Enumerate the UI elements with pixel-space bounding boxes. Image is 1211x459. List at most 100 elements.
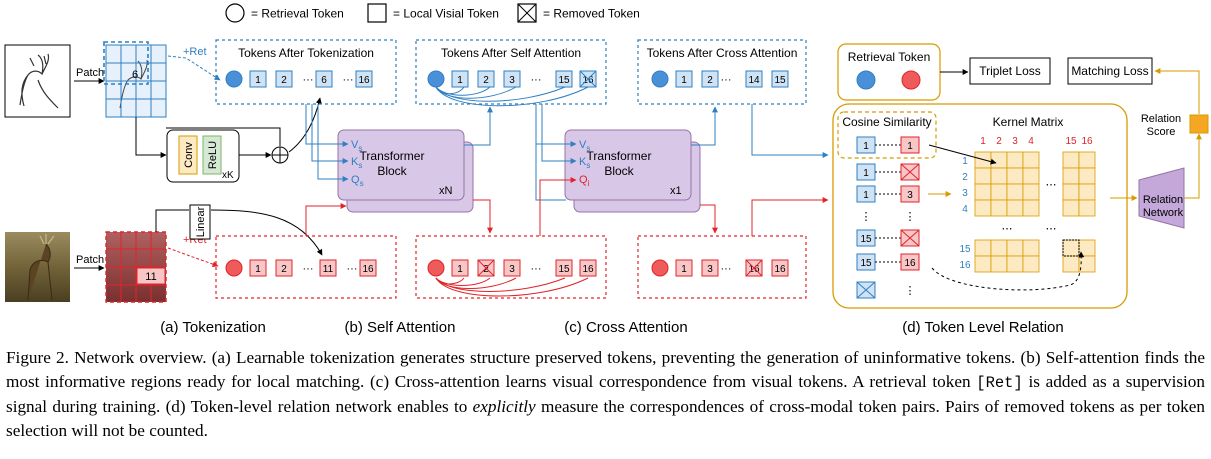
kernel-cell [1078, 199, 1096, 217]
relation-score-line2: Score [1147, 126, 1176, 138]
kernel-cell [974, 199, 992, 217]
token-11: 11 [319, 259, 337, 277]
retrieval-token-title: Retrieval Token [848, 50, 931, 64]
panel-after-self-attention-title: Tokens After Self Attention [441, 46, 581, 60]
patch-bottom-label: Patch [76, 254, 104, 266]
token-1: 1 [675, 259, 693, 277]
conv-label: Conv [183, 142, 195, 168]
svg-text:6: 6 [321, 75, 327, 86]
svg-text:11: 11 [323, 264, 334, 275]
kernel-cell [1062, 239, 1080, 257]
retrieval-token [427, 259, 445, 277]
relu-layer [202, 135, 222, 175]
token-15: 15 [555, 70, 573, 88]
relu-label: ReLU [207, 141, 219, 169]
transformer-block-cross [564, 129, 692, 201]
kernel-row-label: 2 [962, 172, 968, 183]
cross-k-label: Ks [579, 156, 590, 170]
sketch-grid-index: 6 [132, 69, 138, 81]
panel-after-tokenization-title: Tokens After Tokenization [238, 46, 374, 60]
caption-part3: measure the correspondences of cross-mod… [6, 397, 1205, 440]
svg-text:1: 1 [863, 190, 869, 201]
photo-grid-index: 11 [145, 271, 156, 283]
token-6: 6 [315, 70, 333, 88]
patch-top-label: Patch [76, 67, 104, 79]
kernel-cell [1062, 199, 1080, 217]
token-1: 1 [451, 70, 469, 88]
triplet-loss-label: Triplet Loss [979, 64, 1041, 78]
legend-local-icon [367, 3, 387, 23]
conv-layer [178, 135, 198, 175]
photo-patch-grid: 11 [105, 231, 167, 303]
token-2: 2 [275, 70, 293, 88]
svg-text:3: 3 [509, 75, 515, 86]
cross-attention-section: Transformer Block x1 Vs Ks Qi (c) Cross … [535, 104, 718, 336]
svg-text:16: 16 [582, 264, 594, 275]
svg-text:1: 1 [457, 75, 463, 86]
ret-top-label: +Ret [183, 46, 207, 58]
kernel-cell [1006, 239, 1024, 257]
conv-repeat-label: xK [222, 170, 234, 181]
triplet-loss-box [969, 57, 1051, 85]
token-16: 16 [359, 259, 377, 277]
retrieval-token [225, 259, 243, 277]
svg-text:2: 2 [281, 264, 287, 275]
panel-after-cross-attention-title: Tokens After Cross Attention [647, 46, 798, 60]
retrieval-token [225, 70, 243, 88]
token-ellipsis: ··· [531, 74, 542, 86]
kernel-cell [1062, 183, 1080, 201]
retrieval-token [651, 70, 669, 88]
svg-text:⋮: ⋮ [861, 211, 872, 223]
kernel-cell [1078, 255, 1096, 273]
token-2: 2 [477, 259, 495, 277]
svg-text:2: 2 [281, 75, 287, 86]
token-ellipsis: ··· [303, 263, 314, 275]
sketch-image [4, 44, 71, 118]
kernel-cell [1062, 167, 1080, 185]
token-ellipsis: ··· [531, 263, 542, 275]
token-1: 1 [451, 259, 469, 277]
token-ellipsis: ··· [347, 263, 358, 275]
token-1: 1 [249, 70, 267, 88]
kernel-row-label: 3 [962, 188, 968, 199]
token-16: 16 [745, 259, 763, 277]
kernel-cell [1006, 151, 1024, 169]
retrieval-token-sketch [856, 70, 876, 90]
kernel-highlight-cell [1062, 239, 1080, 257]
figure-caption: Figure 2. Network overview. (a) Learnabl… [6, 346, 1205, 442]
token-panels: Tokens After Tokenization Tokens After S… [215, 39, 807, 299]
svg-text:2: 2 [483, 264, 489, 275]
deer-photo [5, 232, 70, 302]
token-ellipsis: ··· [303, 74, 314, 86]
token-15: 15 [771, 70, 789, 88]
svg-text:1: 1 [863, 168, 869, 179]
panel-after-self-attention-top [415, 39, 607, 105]
kernel-col-label: 15 [1065, 136, 1077, 147]
token-3: 3 [503, 70, 521, 88]
self-block-repeat: xN [439, 185, 453, 197]
kernel-ellipsis: ⋯ [1046, 223, 1057, 235]
cross-q-label: Qi [579, 174, 590, 188]
svg-text:16: 16 [774, 264, 786, 275]
token-ellipsis: ··· [343, 74, 354, 86]
relation-score-box [1189, 114, 1209, 134]
retrieval-token-photo [901, 70, 921, 90]
kernel-col-label: 4 [1028, 136, 1034, 147]
self-k-label: Ks [351, 156, 362, 170]
token-relation-box [832, 103, 1128, 309]
token-3: 3 [503, 259, 521, 277]
cross-block-title-line2: Block [604, 164, 634, 178]
relation-score-line1: Relation [1141, 113, 1181, 125]
kernel-cell [1078, 183, 1096, 201]
kernel-cell [990, 199, 1008, 217]
svg-text:1: 1 [681, 75, 687, 86]
svg-text:2: 2 [483, 75, 489, 86]
svg-text:1: 1 [681, 264, 687, 275]
kernel-cell [1062, 255, 1080, 273]
kernel-ellipsis: ⋯ [1046, 179, 1057, 191]
